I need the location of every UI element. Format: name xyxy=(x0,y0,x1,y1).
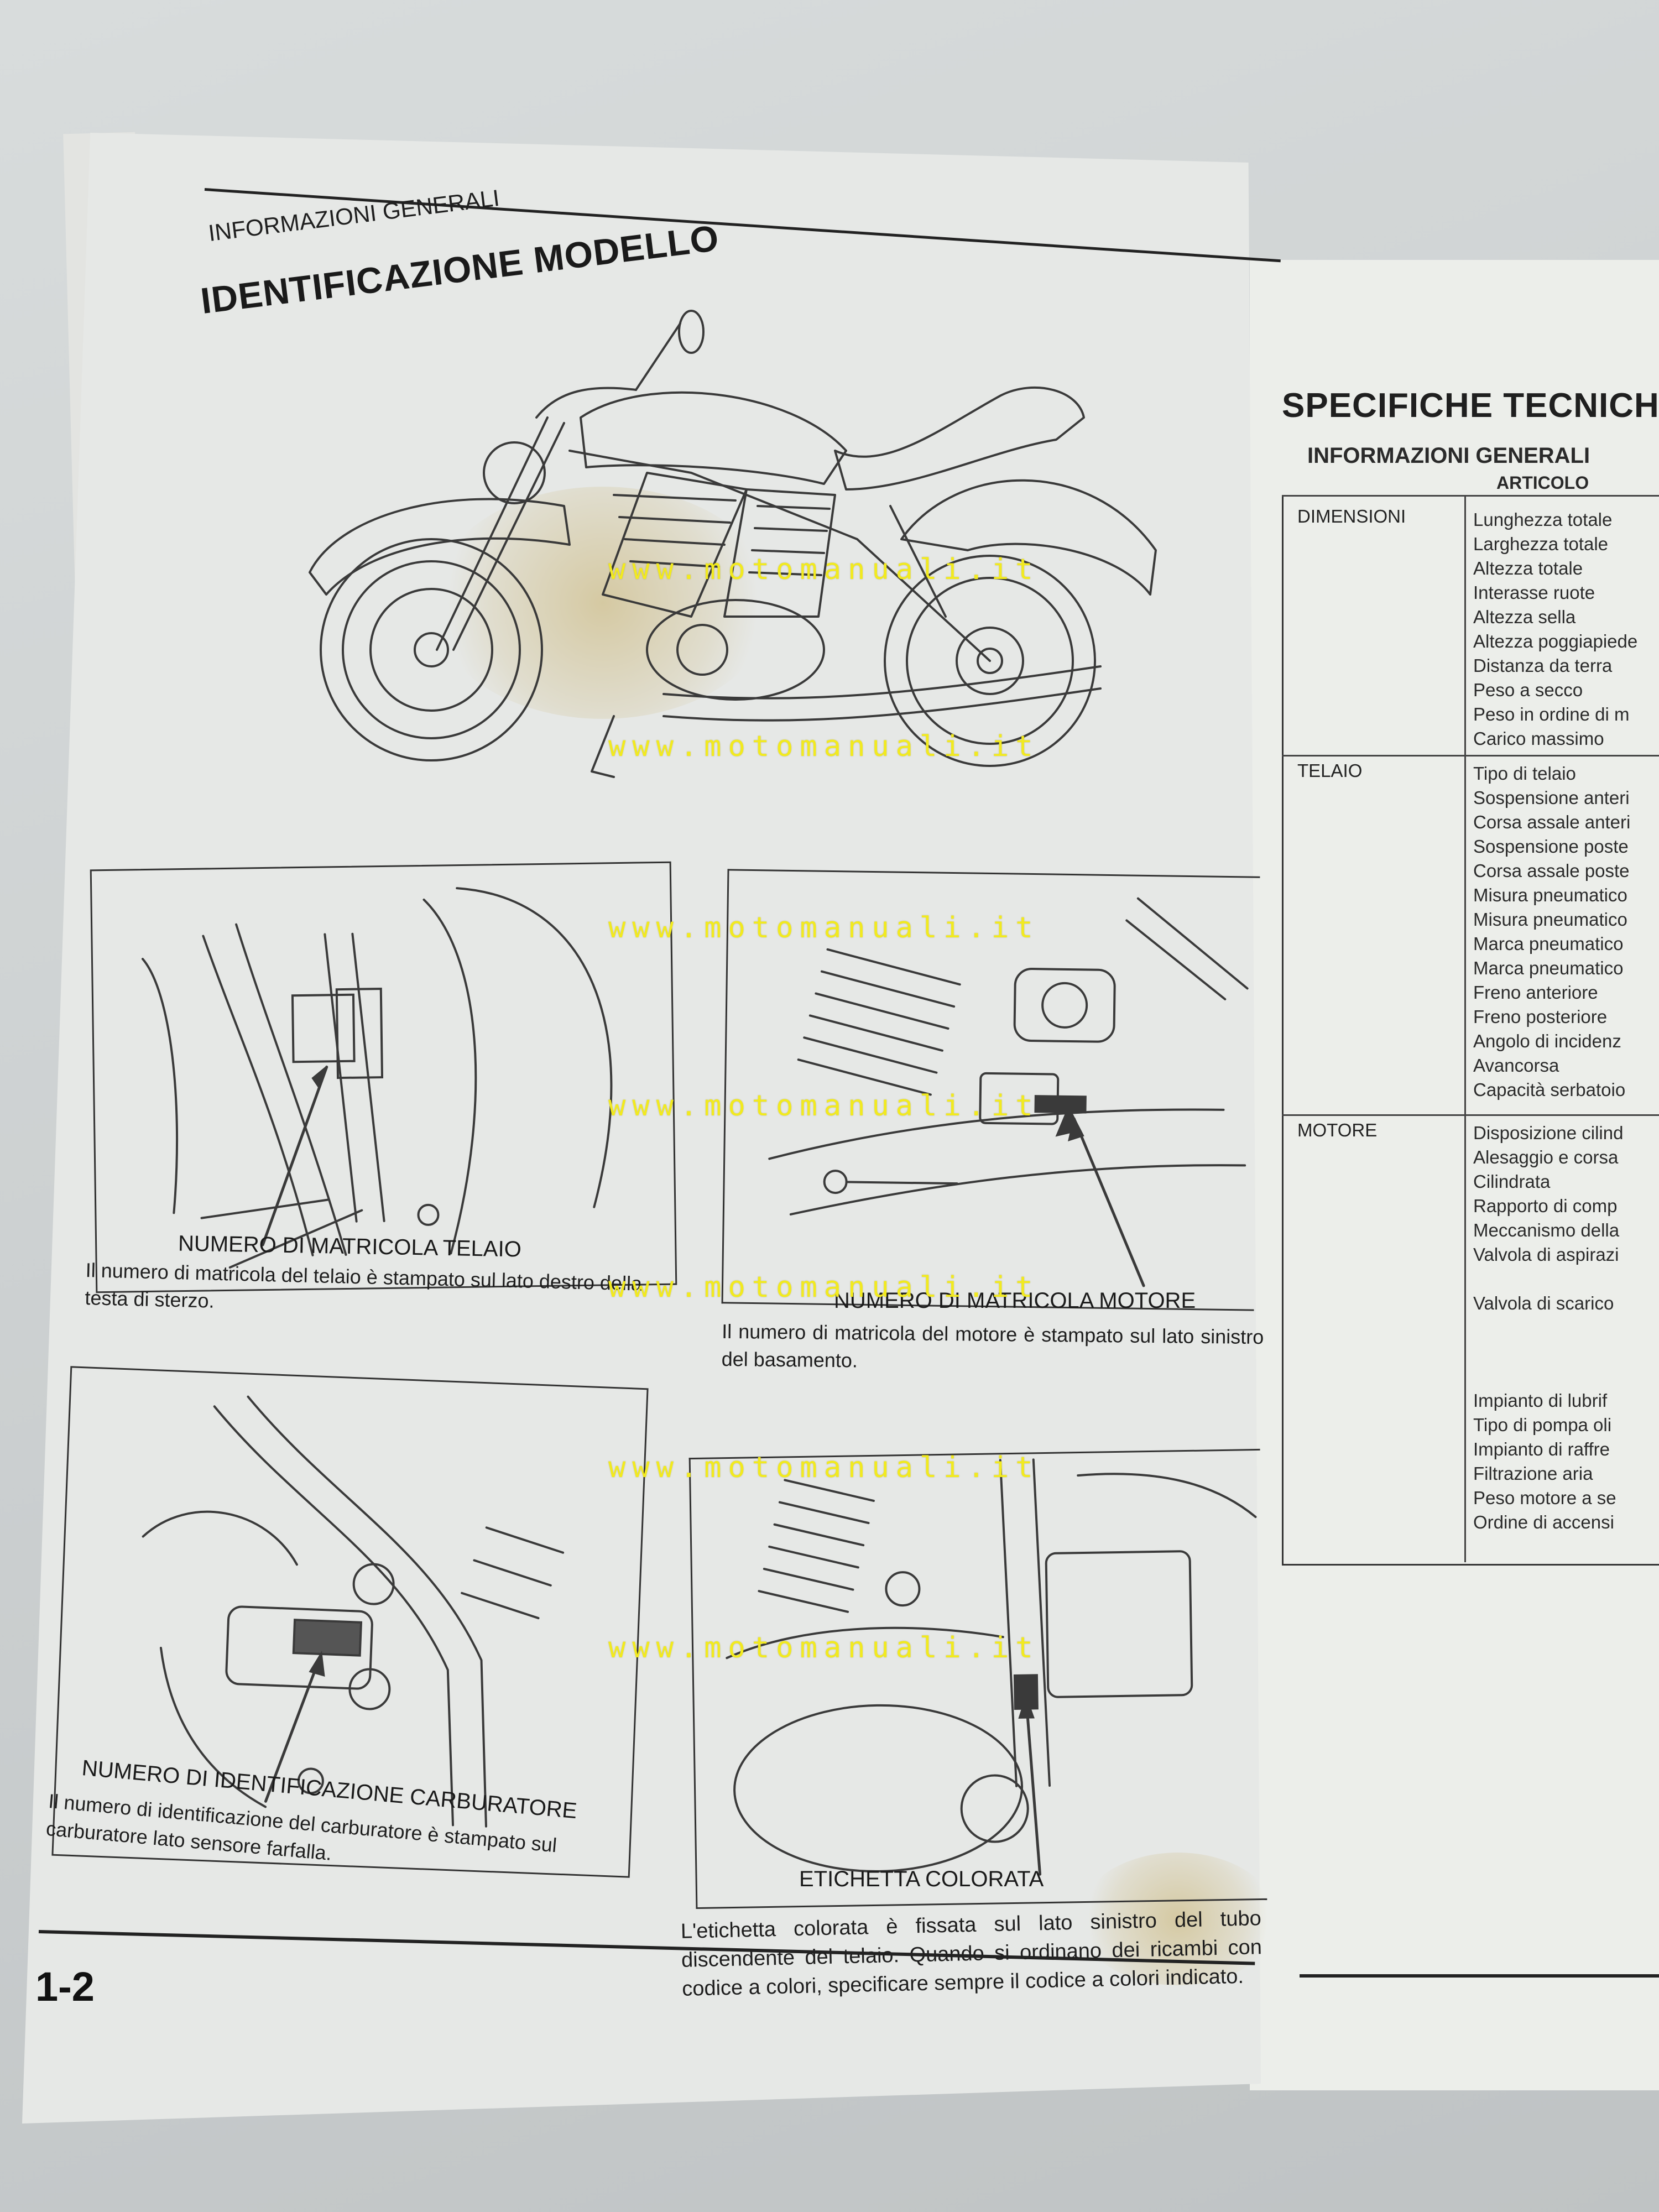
spec-table-rule xyxy=(1282,755,1659,757)
spec-group-dimensioni: DIMENSIONI xyxy=(1297,506,1406,526)
spec-item: Freno anteriore xyxy=(1473,982,1598,1003)
spec-item: Freno posteriore xyxy=(1473,1006,1608,1027)
color-label-drawing xyxy=(726,1458,1257,1876)
spec-item: Tipo di telaio xyxy=(1473,763,1576,784)
spec-item xyxy=(1473,1364,1659,1389)
spec-item: Impianto di raffre xyxy=(1473,1439,1610,1459)
spec-title: SPECIFICHE TECNICHE xyxy=(1282,387,1659,425)
spec-item: Capacità serbatoio xyxy=(1473,1079,1626,1100)
spec-section-label: INFORMAZIONI GENERALI xyxy=(1307,444,1590,468)
figure-frame-telaio xyxy=(90,861,677,1293)
spec-item: Sospensione anteri xyxy=(1473,787,1630,808)
spec-item: Marca pneumatico xyxy=(1473,933,1624,954)
spec-item xyxy=(1473,1340,1659,1364)
spec-item xyxy=(1473,1316,1659,1340)
watermark: www.motomanuali.it xyxy=(608,1631,1040,1665)
figure-frame-motore xyxy=(721,869,1260,1311)
spec-items-motore: Disposizione cilind Alesaggio e corsa Ci… xyxy=(1473,1121,1659,1535)
spec-item: Peso motore a se xyxy=(1473,1488,1616,1508)
spec-item: Angolo di incidenz xyxy=(1473,1031,1621,1051)
spec-item: Altezza sella xyxy=(1473,607,1576,627)
spec-item: Tipo di pompa oli xyxy=(1473,1415,1612,1435)
spec-item: Valvola di scarico xyxy=(1473,1293,1614,1313)
figure-frame-carburatore xyxy=(51,1366,649,1878)
carburetor-id-drawing xyxy=(142,1395,565,1828)
watermark: www.motomanuali.it xyxy=(608,1451,1040,1484)
spec-item: Misura pneumatico xyxy=(1473,885,1627,905)
caption-matricola-motore: Il numero di matricola del motore è stam… xyxy=(721,1319,1264,1372)
page-number: 1-2 xyxy=(35,1964,95,2010)
spec-table-rule xyxy=(1282,495,1659,497)
spec-item: Disposizione cilind xyxy=(1473,1123,1624,1143)
spec-table-divider xyxy=(1464,495,1466,1562)
spec-group-motore: MOTORE xyxy=(1297,1120,1378,1140)
spec-item: Larghezza totale xyxy=(1473,534,1609,554)
spec-item: Cilindrata xyxy=(1473,1171,1551,1192)
label-matricola-motore: NUMERO DI MATRICOLA MOTORE xyxy=(834,1288,1196,1313)
spec-item: Rapporto di comp xyxy=(1473,1196,1618,1216)
caption-etichetta-colorata: L'etichetta colorata è fissata sul lato … xyxy=(680,1907,1262,2001)
spec-item: Valvola di aspirazi xyxy=(1473,1244,1619,1265)
spec-item xyxy=(1473,1267,1659,1291)
spec-table-rule xyxy=(1282,1114,1659,1116)
spec-item: Lunghezza totale xyxy=(1473,509,1613,530)
right-page xyxy=(1250,260,1659,2090)
spec-item: Carico massimo xyxy=(1473,728,1604,749)
spec-item: Meccanismo della xyxy=(1473,1220,1620,1240)
spec-item: Filtrazione aria xyxy=(1473,1463,1593,1484)
spec-item: Altezza totale xyxy=(1473,558,1583,578)
spec-item: Corsa assale poste xyxy=(1473,860,1630,881)
spec-item: Peso a secco xyxy=(1473,680,1583,700)
label-etichetta-colorata: ETICHETTA COLORATA xyxy=(799,1867,1044,1891)
spec-column-header: ARTICOLO xyxy=(1496,473,1589,493)
watermark: www.motomanuali.it xyxy=(608,730,1040,763)
figure-frame-etichetta xyxy=(688,1448,1267,1910)
spec-item: Interasse ruote xyxy=(1473,582,1595,603)
paper-stain xyxy=(431,487,774,719)
spec-item: Misura pneumatico xyxy=(1473,909,1627,930)
watermark: www.motomanuali.it xyxy=(608,1271,1040,1304)
spec-item: Avancorsa xyxy=(1473,1055,1559,1076)
spec-item: Ordine di accensi xyxy=(1473,1512,1614,1532)
spec-item: Corsa assale anteri xyxy=(1473,812,1631,832)
spec-items-dimensioni: Lunghezza totale Larghezza totale Altezz… xyxy=(1473,508,1659,751)
watermark: www.motomanuali.it xyxy=(608,911,1040,945)
spec-item: Marca pneumatico xyxy=(1473,958,1624,978)
spec-items-telaio: Tipo di telaio Sospensione anteri Corsa … xyxy=(1473,761,1659,1102)
motorcycle-drawing xyxy=(309,310,1157,778)
spec-bottom-rule xyxy=(1300,1974,1659,1978)
spec-item: Alesaggio e corsa xyxy=(1473,1147,1619,1167)
spec-item: Impianto di lubrif xyxy=(1473,1390,1608,1411)
spec-group-telaio: TELAIO xyxy=(1297,760,1363,781)
frame-serial-drawing xyxy=(141,887,613,1269)
watermark: www.motomanuali.it xyxy=(608,1089,1040,1123)
spec-item: Sospensione poste xyxy=(1473,836,1629,857)
spec-item: Peso in ordine di m xyxy=(1473,704,1630,724)
spec-item: Altezza poggiapiede xyxy=(1473,631,1638,651)
watermark: www.motomanuali.it xyxy=(608,553,1040,586)
engine-serial-drawing xyxy=(768,897,1249,1287)
spec-item: Distanza da terra xyxy=(1473,655,1613,676)
